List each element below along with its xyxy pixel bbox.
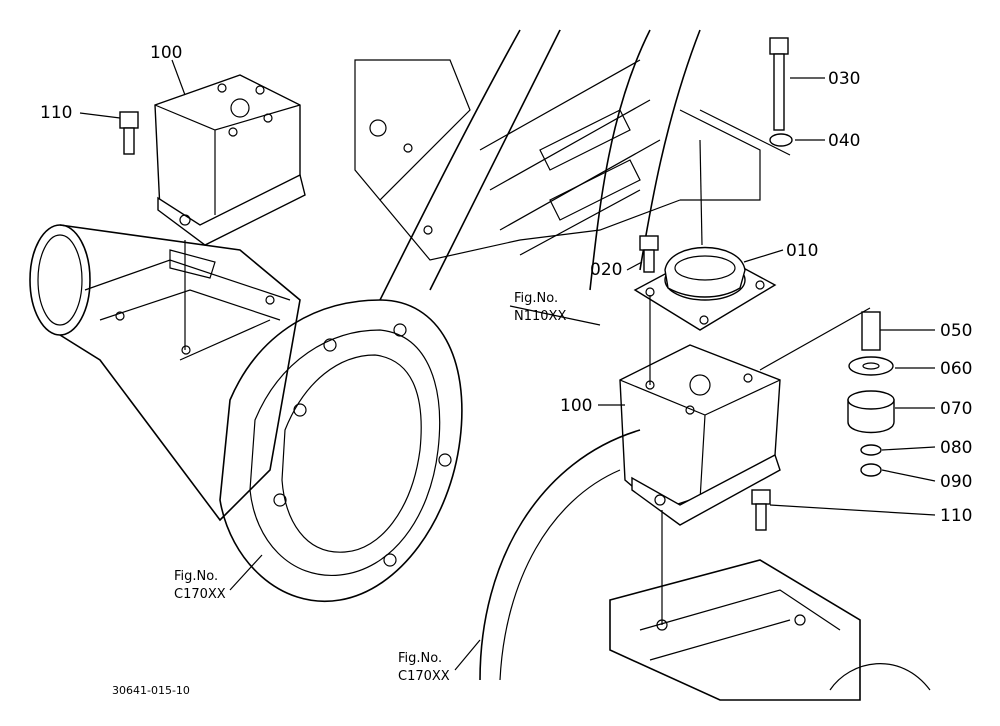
part-label-030: 030 bbox=[828, 69, 860, 89]
part-label-050: 050 bbox=[940, 321, 972, 341]
figref-c170-left-line1: Fig.No. bbox=[174, 569, 218, 584]
bolt-110-top bbox=[119, 111, 139, 155]
drawing-code: 30641-015-10 bbox=[112, 684, 190, 697]
left-housing-drawing bbox=[29, 224, 463, 603]
figref-c170-bottom-line2: C170XX bbox=[398, 669, 450, 684]
part-label-100-top: 100 bbox=[150, 43, 182, 63]
part-label-020: 020 bbox=[590, 260, 622, 280]
part-label-100-bottom: 100 bbox=[560, 396, 592, 416]
part-label-070: 070 bbox=[940, 399, 972, 419]
part-label-110-top: 110 bbox=[40, 103, 72, 123]
lower-housing-drawing bbox=[479, 429, 931, 701]
figref-n110-line2: N110XX bbox=[514, 309, 566, 324]
mount-010-drawing bbox=[633, 246, 777, 331]
part-label-080: 080 bbox=[940, 438, 972, 458]
bolt-020-drawing bbox=[639, 235, 659, 273]
part-stack-050-090 bbox=[847, 311, 895, 477]
part-label-060: 060 bbox=[940, 359, 972, 379]
part-label-090: 090 bbox=[940, 472, 972, 492]
leader-lines bbox=[79, 59, 936, 671]
bolt-030-drawing bbox=[769, 37, 793, 147]
part-label-110-bottom: 110 bbox=[940, 506, 972, 526]
figref-c170-left-line2: C170XX bbox=[174, 587, 226, 602]
figref-n110-line1: Fig.No. bbox=[514, 291, 558, 306]
bracket-bottom-right bbox=[619, 344, 781, 526]
bracket-top-left bbox=[154, 74, 306, 246]
frame-drawing bbox=[354, 29, 761, 301]
part-label-040: 040 bbox=[828, 131, 860, 151]
bolt-110-bottom bbox=[751, 489, 771, 531]
figref-c170-bottom-line1: Fig.No. bbox=[398, 651, 442, 666]
part-label-010: 010 bbox=[786, 241, 818, 261]
